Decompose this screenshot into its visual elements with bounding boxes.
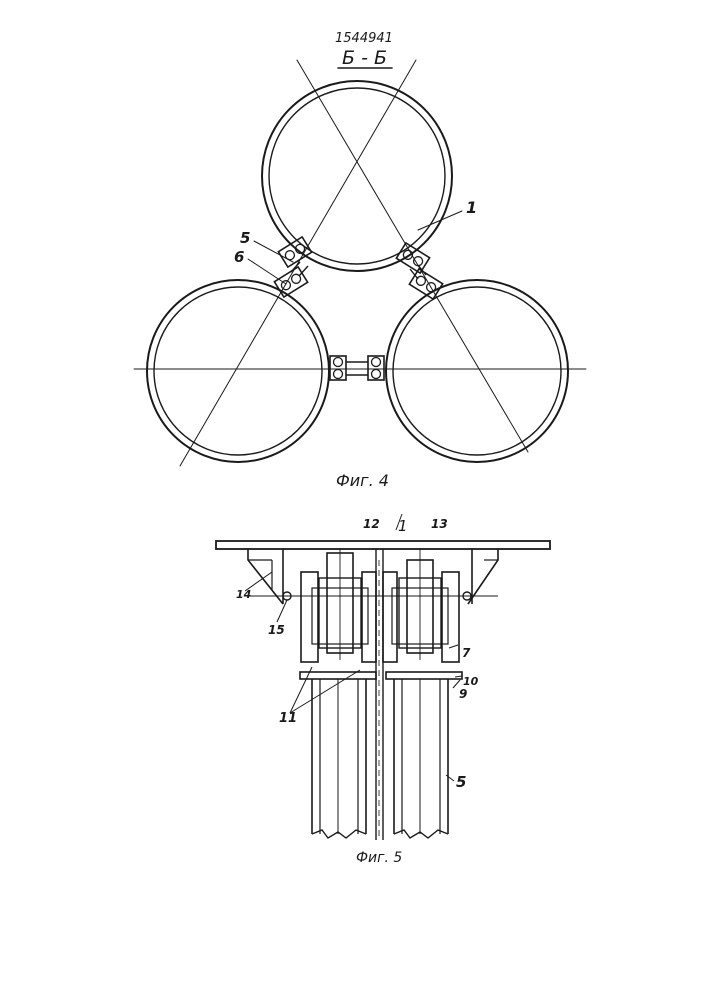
label-center-1: 1: [398, 517, 408, 535]
pipe-left: [147, 280, 329, 462]
clamp-bottom: [330, 356, 384, 380]
section-label: Б - Б: [342, 47, 387, 69]
fig5-caption: Фиг. 5: [356, 850, 402, 866]
figure-4: 1 5 6 Фиг. 4: [134, 60, 586, 490]
label-5: 5: [456, 773, 466, 791]
leader-1: [418, 211, 462, 230]
label-12: 12: [363, 517, 380, 531]
label-clamp-5: 5: [240, 229, 250, 247]
leader-6: [248, 259, 286, 284]
axis-line-left: [180, 60, 416, 466]
label-9: 9: [459, 687, 467, 701]
label-14: 14: [236, 588, 251, 601]
patent-number: 1544941: [335, 31, 393, 46]
label-clamp-6: 6: [234, 248, 244, 266]
label-7: 7: [462, 646, 471, 660]
label-11: 11: [279, 711, 297, 726]
top-plate: [216, 541, 550, 549]
pipe-top: [262, 81, 452, 271]
label-15: 15: [268, 623, 285, 637]
figure-5: [216, 514, 550, 840]
flange-left: [300, 672, 376, 679]
flange-right: [386, 672, 462, 679]
pipe-right: [386, 280, 568, 462]
label-13: 13: [431, 517, 448, 531]
label-pipe-1: 1: [466, 198, 477, 217]
fig4-caption: Фиг. 4: [336, 471, 389, 490]
